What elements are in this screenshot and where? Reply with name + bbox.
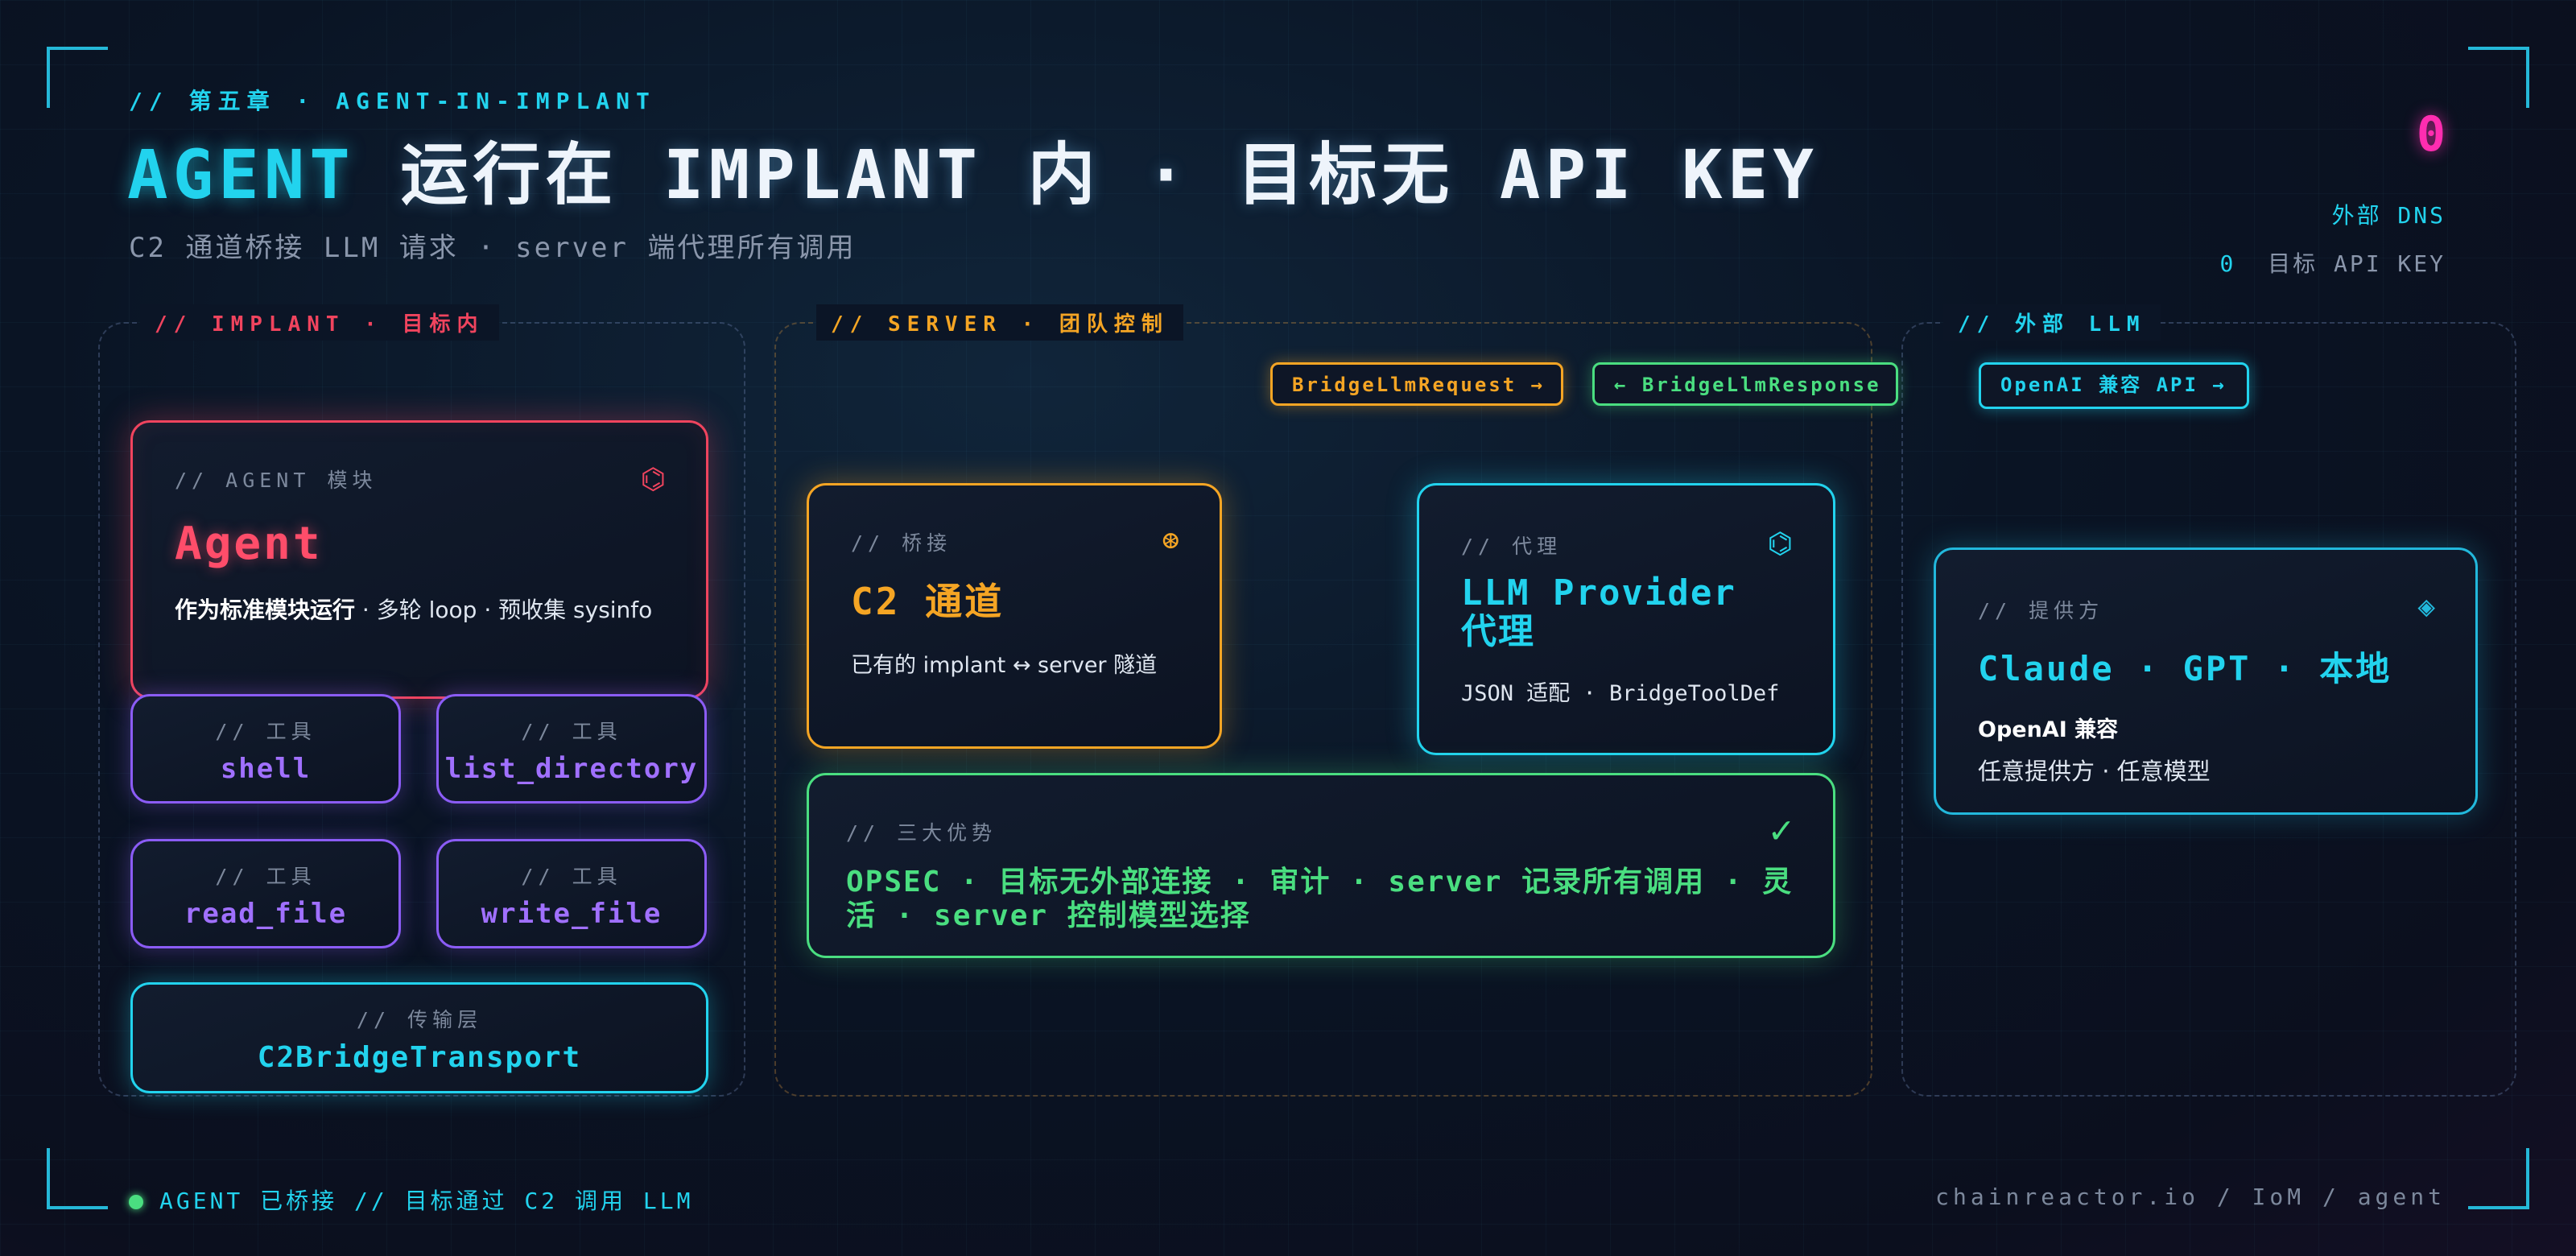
- implant-region-label: // IMPLANT · 目标内: [140, 304, 499, 341]
- footer-source: chainreactor.io / IoM / agent: [1935, 1184, 2446, 1210]
- title-rest: 运行在 IMPLANT 内 · 目标无 API KEY: [400, 135, 1818, 214]
- advantages-body: OPSEC · 目标无外部连接 · 审计 · server 记录所有调用 · 灵…: [846, 866, 1794, 932]
- proxy-name: LLM Provider 代理: [1461, 572, 1736, 652]
- c2-bridge-card: // 桥接 ⊛ C2 通道 已有的 implant ↔ server 隧道: [807, 483, 1222, 749]
- asterisk-circle-icon: ⊛: [1162, 524, 1179, 557]
- transport-name: C2BridgeTransport: [257, 1041, 582, 1074]
- tool-card-list-directory: // 工具 list_directory: [436, 694, 707, 804]
- api-key-count: 0: [2219, 250, 2236, 277]
- tool-name-list-directory: list_directory: [444, 753, 699, 785]
- tool-name-shell: shell: [220, 753, 312, 785]
- chapter-eyebrow: // 第五章 · AGENT-IN-IMPLANT: [129, 88, 656, 114]
- dns-label: 外部 DNS: [2331, 202, 2446, 229]
- openai-compatible-api-chip: OpenAI 兼容 API →: [1979, 362, 2249, 409]
- tool-name-write-file: write_file: [481, 898, 663, 930]
- bridge-name: C2 通道: [851, 580, 1005, 623]
- tool-card-read-file: // 工具 read_file: [130, 839, 401, 948]
- bridge-llm-response-chip: ← BridgeLlmResponse: [1592, 362, 1898, 406]
- implant-region: // IMPLANT · 目标内: [98, 304, 745, 1097]
- page-subtitle: C2 通道桥接 LLM 请求 · server 端代理所有调用: [129, 232, 857, 264]
- status-dot-icon: [129, 1195, 143, 1209]
- bridge-caption: // 桥接: [851, 531, 952, 555]
- api-key-stat: 0 目标 API KEY: [2220, 246, 2446, 279]
- proxy-description: JSON 适配 · BridgeToolDef: [1461, 681, 1780, 706]
- provider-card: // 提供方 ◈ Claude · GPT · 本地 OpenAI 兼容 任意提…: [1934, 547, 2478, 815]
- agent-desc-rest: · 多轮 loop · 预收集 sysinfo: [355, 597, 653, 623]
- agent-desc-bold: 作为标准模块运行: [175, 597, 356, 623]
- agent-module-card: // AGENT 模块 ⌬ Agent 作为标准模块运行 · 多轮 loop ·…: [130, 420, 708, 699]
- provider-line-2: 任意提供方 · 任意模型: [1978, 758, 2211, 785]
- cube-icon: ⌬: [1767, 527, 1793, 560]
- provider-line-1: OpenAI 兼容: [1978, 717, 2119, 742]
- cube-icon: ⌬: [640, 463, 666, 496]
- llm-provider-proxy-card: // 代理 ⌬ LLM Provider 代理 JSON 适配 · Bridge…: [1417, 483, 1835, 755]
- advantages-card: // 三大优势 ✓ OPSEC · 目标无外部连接 · 审计 · server …: [807, 773, 1835, 958]
- agent-caption: // AGENT 模块: [175, 469, 378, 492]
- provider-caption: // 提供方: [1978, 599, 2104, 622]
- corner-bracket-bottom-right: [2468, 1148, 2529, 1209]
- bridge-llm-request-chip: BridgeLlmRequest →: [1270, 362, 1563, 406]
- check-icon: ✓: [1769, 808, 1793, 853]
- tool-caption: // 工具: [215, 865, 316, 888]
- page-title: AGENT 运行在 IMPLANT 内 · 目标无 API KEY: [127, 121, 1818, 218]
- title-highlight: AGENT: [127, 135, 355, 214]
- corner-bracket-bottom-left: [47, 1148, 108, 1209]
- provider-name: Claude · GPT · 本地: [1978, 649, 2392, 688]
- tool-card-shell: // 工具 shell: [130, 694, 401, 804]
- tool-caption: // 工具: [521, 720, 622, 743]
- tool-card-write-file: // 工具 write_file: [436, 839, 707, 948]
- tool-caption: // 工具: [215, 720, 316, 743]
- tool-name-read-file: read_file: [184, 898, 348, 930]
- external-region-label: // 外部 LLM: [1943, 304, 2161, 341]
- agent-name: Agent: [175, 518, 323, 570]
- agent-description: 作为标准模块运行 · 多轮 loop · 预收集 sysinfo: [175, 591, 664, 630]
- api-key-label: 目标 API KEY: [2268, 250, 2446, 277]
- tool-caption: // 工具: [521, 865, 622, 888]
- proxy-caption: // 代理: [1461, 535, 1563, 558]
- footer-status-text: AGENT 已桥接 // 目标通过 C2 调用 LLM: [159, 1188, 694, 1214]
- advantages-caption: // 三大优势: [846, 821, 997, 845]
- corner-bracket-top-left: [47, 47, 108, 108]
- footer-status: AGENT 已桥接 // 目标通过 C2 调用 LLM: [129, 1184, 693, 1216]
- corner-bracket-top-right: [2468, 47, 2529, 108]
- transport-caption: // 传输层: [356, 1008, 483, 1031]
- diamond-icon: ◈: [2417, 590, 2435, 623]
- server-region: // SERVER · 团队控制: [774, 304, 1872, 1097]
- external-llm-region: // 外部 LLM: [1901, 304, 2516, 1097]
- dns-count: 0: [2416, 106, 2446, 163]
- bridge-description: 已有的 implant ↔ server 隧道: [851, 653, 1158, 678]
- server-region-label: // SERVER · 团队控制: [816, 304, 1183, 341]
- transport-layer-card: // 传输层 C2BridgeTransport: [130, 982, 708, 1093]
